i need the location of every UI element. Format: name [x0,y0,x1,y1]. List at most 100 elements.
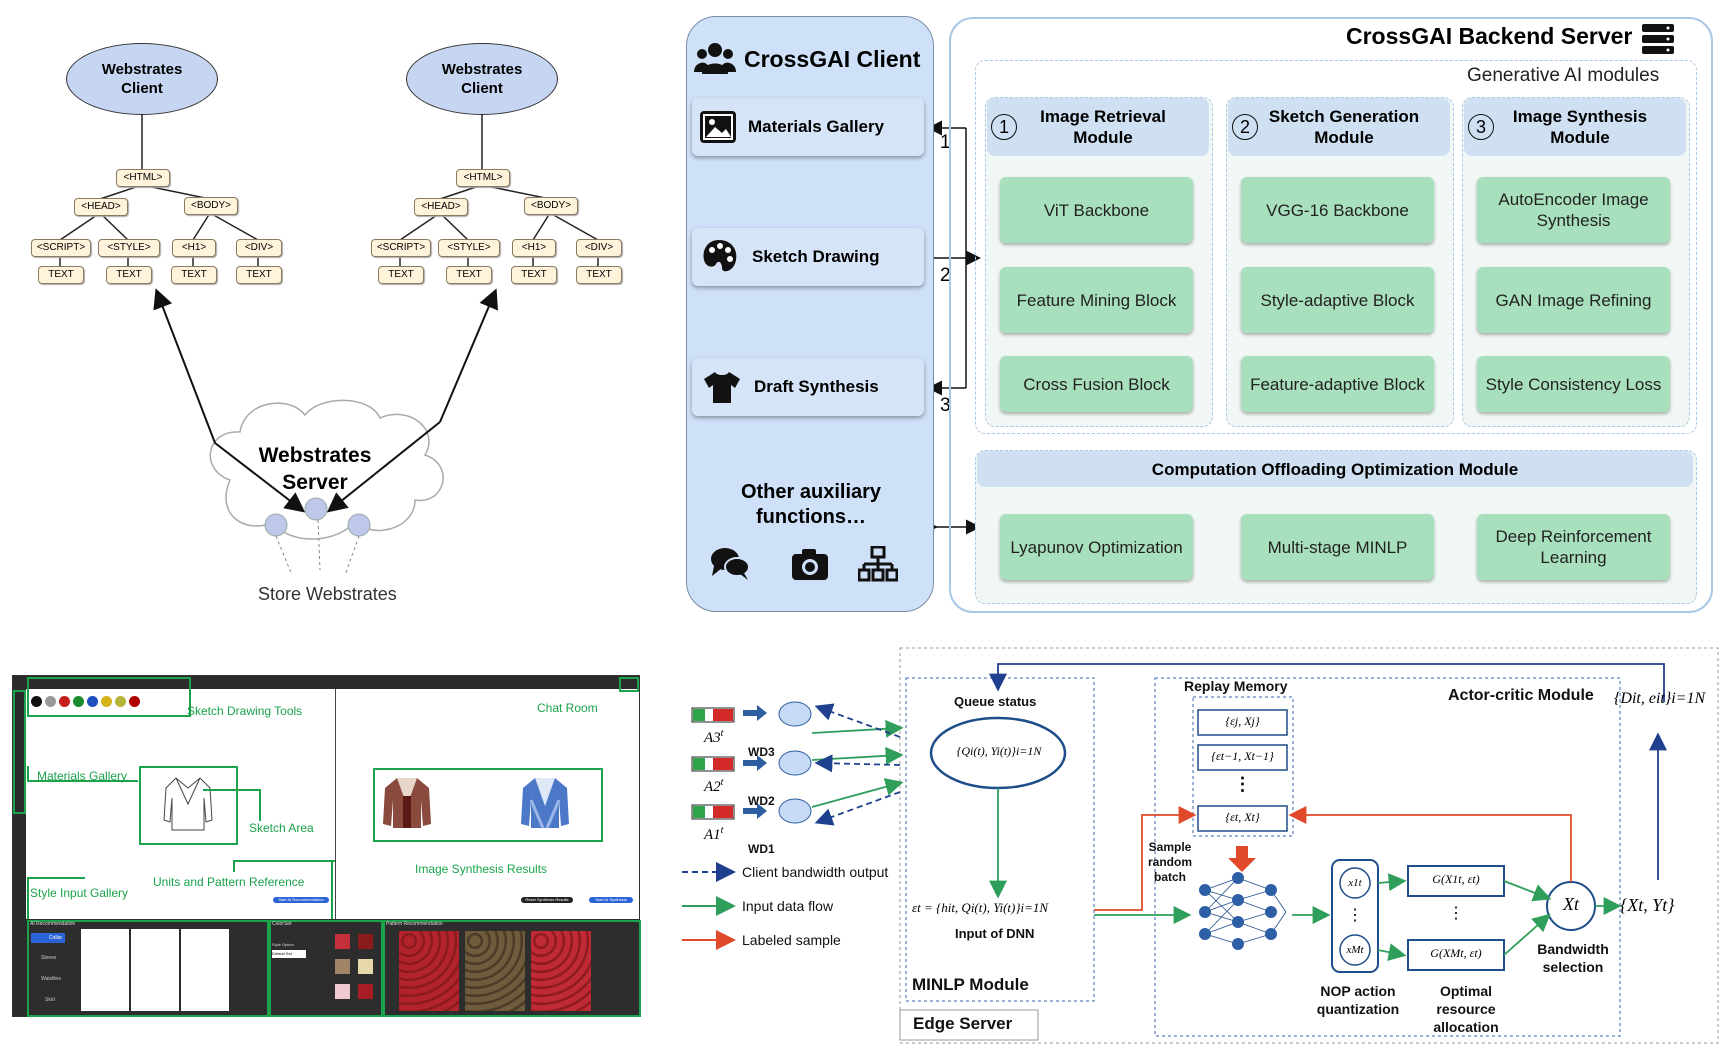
style-option-label: Style Option [272,942,294,947]
html-tag: <HTML> [116,169,170,187]
replay-memory-label: Replay Memory [1184,678,1288,694]
module-number: 1 [991,114,1017,140]
text-tag: TEXT [378,266,424,284]
nav-sketch-drawing[interactable]: Sketch Drawing [692,228,924,286]
store-node [347,513,371,537]
materials-gallery-label: Materials Gallery [37,769,128,783]
color-swatch[interactable] [335,984,350,999]
chat-icon[interactable] [710,546,750,582]
style-tag: <STYLE> [98,239,160,257]
nav-draft-synthesis[interactable]: Draft Synthesis [692,358,924,416]
replay-item: {εj, Xj} [1225,714,1260,728]
edge-server-label: Edge Server [913,1014,1013,1033]
category-waistline[interactable]: Waistline [41,976,62,982]
queue-expr: {Qi(t), Yi(t)}i=1N [956,744,1042,758]
input-dnn-label: Input of DNN [955,926,1035,941]
color-swatch[interactable] [358,959,373,974]
pattern-tile[interactable] [399,931,459,1011]
pattern-rec-label: Pattern Recommendation [386,921,443,927]
feedback-expr: {Dit, eit}i=1N [1614,690,1706,707]
module-header: 2 Sketch Generation Module [1228,98,1450,156]
colorset-label: ColorSet [272,921,292,927]
output-expr: {Xt, Yt} [1620,895,1675,915]
color-dot[interactable] [129,696,140,707]
category-collar[interactable]: Collar [31,933,65,943]
color-swatch[interactable] [358,984,373,999]
block: Style-adaptive Block [1241,267,1434,333]
pattern-tile[interactable] [465,931,525,1011]
module-number: 3 [1468,114,1494,140]
xt-node: Xt [1563,894,1579,914]
a-label: A1t [704,825,724,843]
block: Lyapunov Optimization [1000,514,1193,580]
legend-label: Labeled sample [742,932,841,948]
color-dot[interactable] [59,696,70,707]
style-input-gallery [27,920,269,1017]
color-palette[interactable] [31,696,140,707]
input-expr: εt = {hit, Qi(t), Yi(t)}i=1N [912,900,1049,915]
h1-tag: <H1> [172,239,216,257]
style-option-select[interactable]: Default Set [272,950,306,958]
module-number: 2 [1232,114,1258,140]
nav-materials-gallery[interactable]: Materials Gallery [692,98,924,156]
replay-item: {εt−1, Xt−1} [1211,749,1274,763]
block: Style Consistency Loss [1477,356,1670,412]
color-dot[interactable] [31,696,42,707]
start-synthesis-button[interactable]: Start AI Synthesis [589,897,633,903]
link-number: 1 [940,132,951,153]
block: GAN Image Refining [1477,267,1670,333]
color-dot[interactable] [87,696,98,707]
network-icon[interactable] [857,545,899,582]
g-item: G(XMt, εt) [1430,946,1482,960]
server-cloud [209,399,444,540]
style-card[interactable] [181,929,229,1011]
minlp-label: MINLP Module [912,975,1029,994]
block: VGG-16 Backbone [1241,177,1434,243]
reset-synthesis-button[interactable]: Reset Synthesis Results [521,897,573,903]
text-tag: TEXT [38,266,84,284]
module-title: Image Retrieval Module [1040,107,1166,147]
offload-title: Computation Offloading Optimization Modu… [977,451,1693,487]
webstrates-client-ellipse: Webstrates Client [406,43,558,115]
color-swatch[interactable] [335,934,350,949]
actor-critic-label: Actor-critic Module [1448,687,1594,704]
color-swatch[interactable] [358,934,373,949]
palette-icon [700,238,738,276]
color-dot[interactable] [45,696,56,707]
category-skirt[interactable]: Skirt [45,997,55,1003]
module-title: Image Synthesis Module [1512,107,1648,147]
chat-room-box [619,677,639,692]
nop-item: xMt [1346,944,1364,956]
pattern-tile[interactable] [531,931,591,1011]
color-swatch[interactable] [335,959,350,974]
store-node [264,513,288,537]
camera-icon[interactable] [790,546,830,582]
block: Deep Reinforcement Learning [1477,514,1670,580]
start-recommendation-button[interactable]: Start AI Recommendation [273,897,329,903]
ai-rec-label: AI Recommendation [30,921,76,927]
style-card[interactable] [81,929,129,1011]
category-sleeve[interactable]: Sleeve [41,955,57,961]
style-card[interactable] [131,929,179,1011]
gen-modules-box [975,60,1697,434]
text-tag: TEXT [511,266,557,284]
block: ViT Backbone [1000,177,1193,243]
module-title: Sketch Generation Module [1268,107,1420,147]
top-toolbar [13,676,639,689]
link-number: 3 [940,395,951,416]
head-tag: <HEAD> [414,198,468,216]
sketch-area-box [139,766,238,845]
body-tag: <BODY> [184,197,238,215]
wd-label: WD1 [748,842,775,856]
color-dot[interactable] [73,696,84,707]
color-dot[interactable] [101,696,112,707]
app-screenshot: Sketch Drawing Tools Chat Room Materials… [12,675,641,1017]
wd-label: WD3 [748,745,775,759]
h1-tag: <H1> [512,239,556,257]
queue-status-label: Queue status [954,694,1037,709]
gen-modules-title: Generative AI modules [1467,65,1660,86]
down-arrow-icon [1228,846,1256,872]
color-dot[interactable] [115,696,126,707]
synthesis-results-box [373,768,603,842]
